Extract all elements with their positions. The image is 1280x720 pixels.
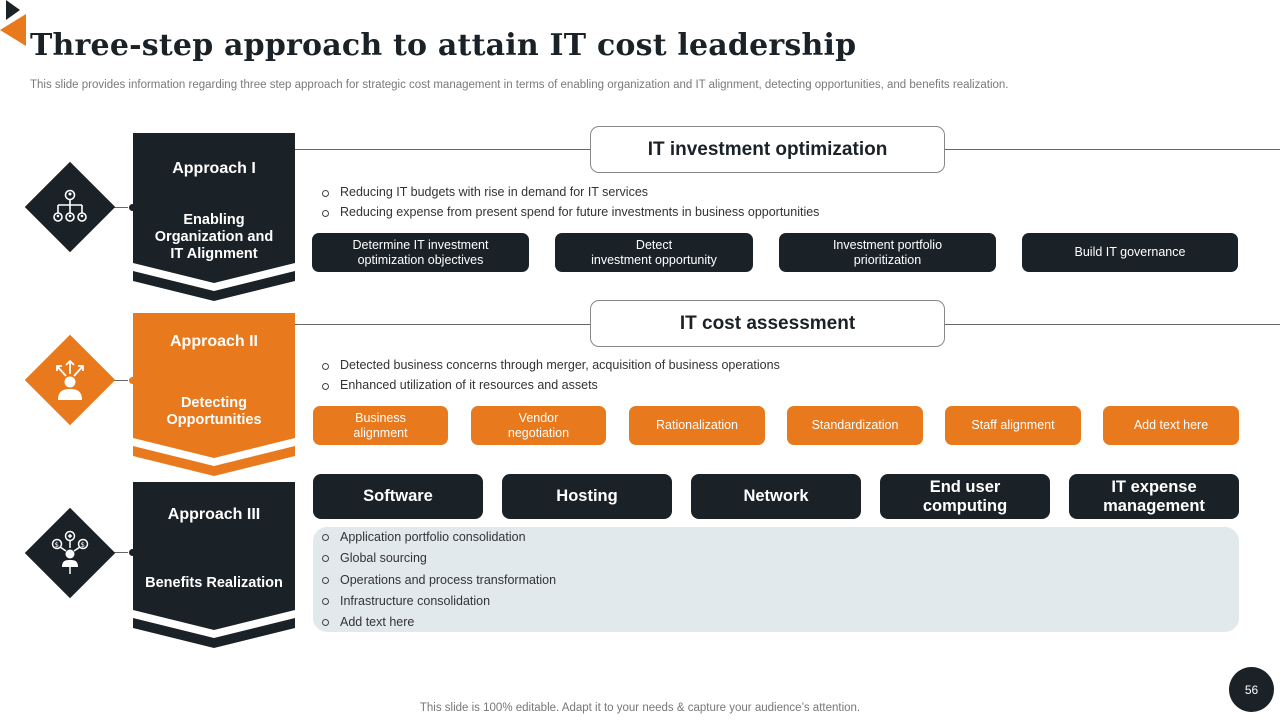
category-hosting: Hosting [502,474,672,519]
pill-line: Business [355,410,406,425]
approach-3-panel: Approach III Benefits Realization [133,482,295,650]
pill-line: Determine IT investment [352,237,489,252]
person-money-network-icon: $ $ [25,508,115,598]
pill-line: Add text here [1133,418,1209,432]
section-1-title: IT investment optimization [590,126,945,173]
bullet-item: Application portfolio consolidation [320,527,556,548]
slide-footer: This slide is 100% editable. Adapt it to… [419,702,861,714]
pill-line: Build IT governance [1074,245,1186,259]
corner-triangle-orange [0,14,26,46]
pill-line: Investment portfolio [832,237,943,252]
bullet-item: Reducing IT budgets with rise in demand … [320,183,819,203]
bullet-item: Global sourcing [320,548,556,569]
step-build-governance: Build IT governance [1022,233,1238,272]
approach-1-panel: Approach I Enabling Organization and IT … [133,133,295,303]
approach-1-label-line: Enabling [183,212,245,228]
bullet-item: Infrastructure consolidation [320,591,556,612]
page-number-badge: 56 [1229,667,1274,712]
category-network: Network [691,474,861,519]
svg-text:$: $ [55,541,59,549]
slide-title: Three-step approach to attain IT cost le… [30,28,857,63]
step-add-text: Add text here [1103,406,1239,445]
category-software: Software [313,474,483,519]
benefits-panel [313,527,1239,632]
section-3-bullets: Application portfolio consolidation Glob… [320,527,556,633]
pill-line: management [1103,496,1205,515]
pill-line: investment opportunity [591,252,717,267]
pill-line: Rationalization [656,418,738,432]
section-1-bullets: Reducing IT budgets with rise in demand … [320,183,819,222]
step-standardization: Standardization [787,406,923,445]
approach-3-label-line: Benefits Realization [145,575,283,591]
bullet-item: Operations and process transformation [320,570,556,591]
section-2-bullets: Detected business concerns through merge… [320,356,780,395]
person-arrows-icon [25,335,115,425]
pill-line: prioritization [853,252,922,267]
slide-subtitle: This slide provides information regardin… [30,79,1009,91]
approach-1-label-line: IT Alignment [170,246,258,262]
step-rationalization: Rationalization [629,406,765,445]
pill-line: optimization objectives [357,252,484,267]
bullet-item: Reducing expense from present spend for … [320,203,819,223]
pill-line: IT expense [1111,477,1197,496]
pill-line: Vendor [518,410,559,425]
pill-line: Network [743,487,809,505]
bullet-item: Add text here [320,612,556,633]
pill-line: alignment [353,425,408,440]
approach-3-heading: Approach III [167,506,261,523]
pill-line: Hosting [556,487,618,505]
organization-hierarchy-icon [25,162,115,252]
pill-line: computing [922,496,1008,515]
approach-2-label-line: Opportunities [166,412,262,428]
bullet-item: Detected business concerns through merge… [320,356,780,376]
pill-line: Staff alignment [971,418,1055,432]
step-staff-alignment: Staff alignment [945,406,1081,445]
section-2-title: IT cost assessment [590,300,945,347]
approach-1-label-line: Organization and [154,229,274,245]
approach-2-panel: Approach II Detecting Opportunities [133,313,295,478]
approach-1-heading: Approach I [172,160,256,177]
pill-line: End user [929,477,1001,496]
pill-line: negotiation [507,425,570,440]
pill-line: Software [363,487,433,505]
pill-line: Detect [635,237,673,252]
bullet-item: Enhanced utilization of it resources and… [320,376,780,396]
approach-2-label-line: Detecting [180,395,248,411]
svg-text:$: $ [81,541,85,549]
approach-2-heading: Approach II [169,333,258,350]
pill-line: Standardization [811,418,899,432]
